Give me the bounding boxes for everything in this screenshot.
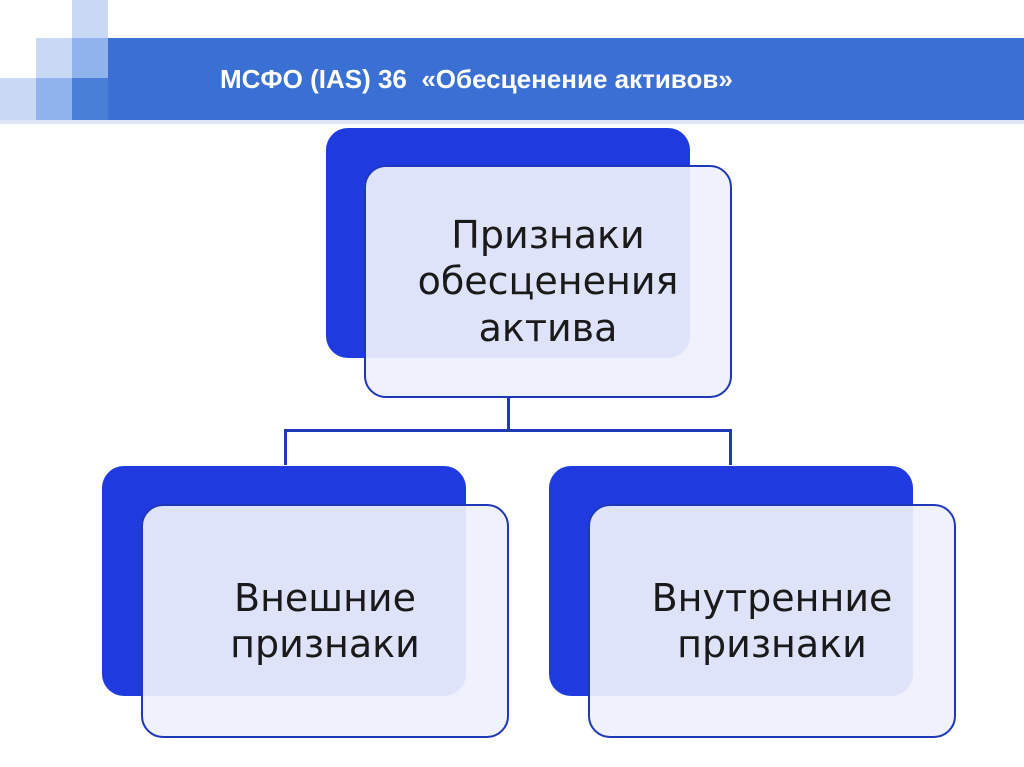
root-node-label: Признаки обесценения актива (417, 212, 679, 350)
connector-right-drop (729, 429, 732, 465)
slide-title: МСФО (IAS) 36 «Обесценение активов» (220, 63, 733, 94)
decor-square (72, 78, 108, 120)
decor-square (0, 78, 36, 120)
connector-root-stem (507, 397, 510, 431)
title-bar: МСФО (IAS) 36 «Обесценение активов» (108, 38, 1024, 120)
title-underline (0, 120, 1024, 124)
right-node: Внутренние признаки (588, 504, 956, 738)
right-node-label: Внутренние признаки (651, 575, 893, 666)
connector-left-drop (284, 429, 287, 465)
left-node: Внешние признаки (141, 504, 509, 738)
decor-square (72, 0, 108, 38)
root-node: Признаки обесценения актива (364, 165, 732, 398)
decor-square (36, 38, 72, 78)
decor-square (36, 78, 72, 120)
left-node-label: Внешние признаки (230, 575, 420, 666)
decor-square (72, 38, 108, 78)
connector-horizontal (284, 429, 732, 432)
